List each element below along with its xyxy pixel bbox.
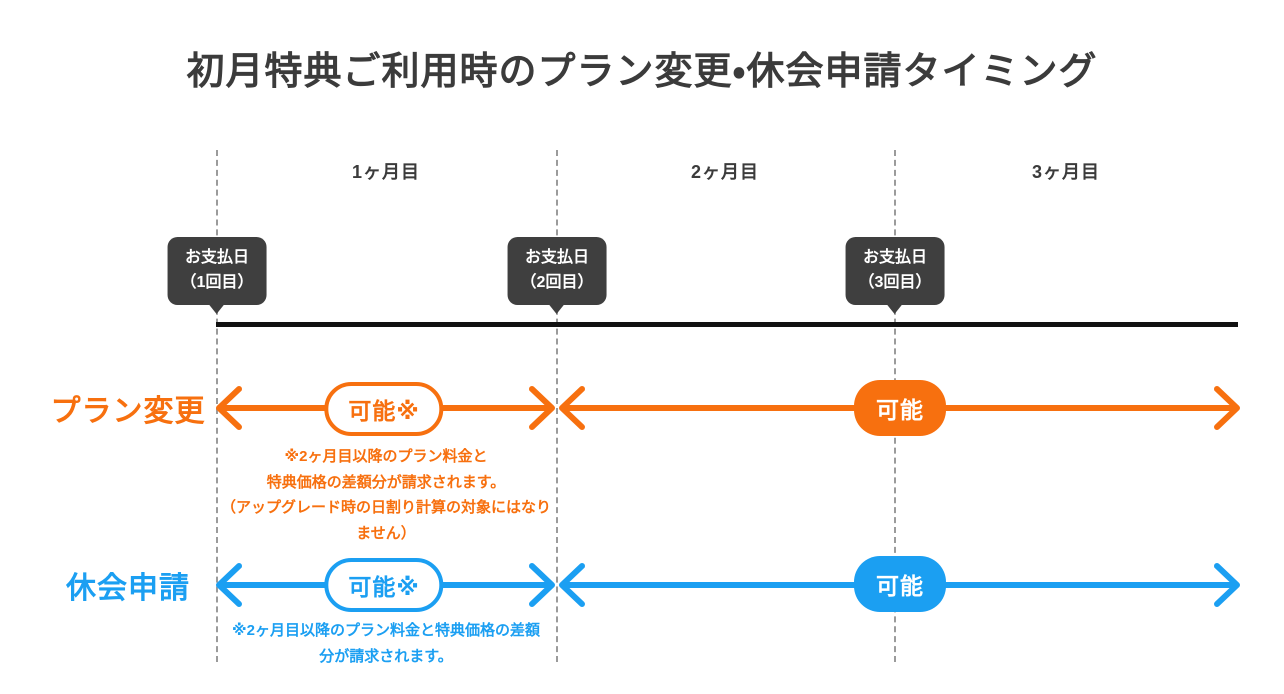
page-title: 初月特典ご利用時のプラン変更・休会申請タイミング [186,51,1098,93]
payment-badge-3-line2: （3回目） [858,273,932,291]
plan-change-note-line3: （アップグレード時の日割り計算の対象にはなり [220,499,551,516]
row-label-suspension: 休会申請 [66,572,190,605]
month-label-3: 3ヶ月目 [1031,162,1101,182]
plan-change-note-line4: ません） [356,524,416,542]
payment-badge-2-line2: （2回目） [520,273,594,291]
bubble-tail-icon [209,303,225,314]
payment-badge-1-line2: （1回目） [180,273,254,291]
payment-badge-1-line1: お支払日 [184,249,249,266]
month-label-1: 1ヶ月目 [351,162,421,182]
payment-badge-3-line1: お支払日 [862,249,927,266]
suspension-badge-month2-3: 可能 [854,556,946,612]
suspension-badge-month1: 可能※ [324,558,444,612]
suspension-note-line2: 分が請求されます。 [319,647,453,665]
payment-badge-2-line1: お支払日 [524,249,589,266]
suspension-note: ※2ヶ月目以降のプラン料金と特典価格の差額 分が請求されます。 [206,618,566,669]
month-divider-line-2 [556,150,558,662]
timeline-line [216,322,1238,327]
payment-badge-2: お支払日 （2回目） [507,237,607,314]
payment-badge-3: お支払日 （3回目） [845,237,945,314]
bubble-tail-icon [549,303,565,314]
plan-change-note-line2: 特典価格の差額分が請求されます。 [266,473,506,491]
suspension-note-line1: ※2ヶ月目以降のプラン料金と特典価格の差額 [232,622,540,639]
plan-change-note: ※2ヶ月目以降のプラン料金と 特典価格の差額分が請求されます。 （アップグレード… [206,444,566,546]
payment-badge-1: お支払日 （1回目） [167,237,267,314]
plan-change-badge-month2-3: 可能 [854,380,946,436]
plan-change-note-line1: ※2ヶ月目以降のプラン料金と [284,448,488,465]
month-label-2: 2ヶ月目 [690,162,760,182]
row-label-plan-change: プラン変更 [50,395,206,428]
plan-change-badge-month1: 可能※ [324,382,444,436]
bubble-tail-icon [887,303,903,314]
